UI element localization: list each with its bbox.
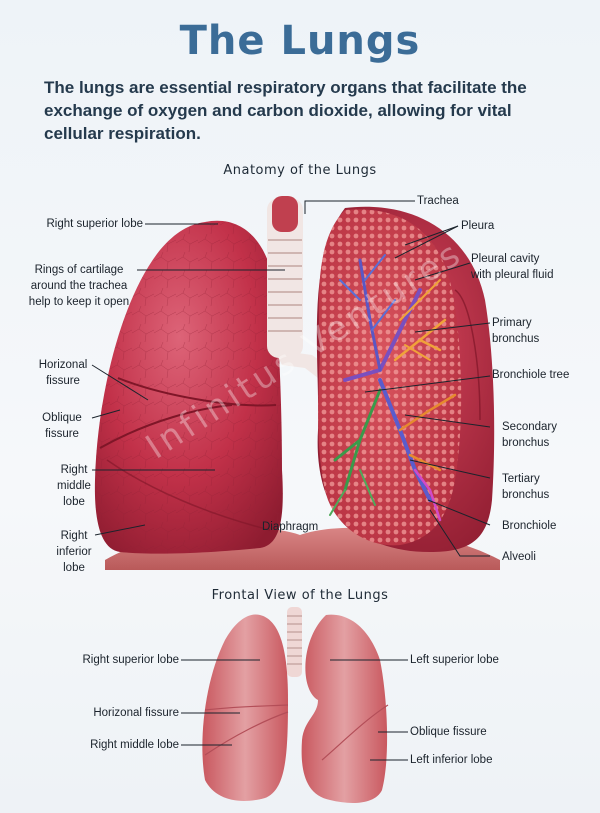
- frontal-heading: Frontal View of the Lungs: [211, 588, 389, 603]
- left-lung: [316, 206, 495, 552]
- anatomy-leader-lines: [91, 200, 491, 557]
- frontal-label-right-superior-lobe: Right superior lobe: [82, 654, 179, 666]
- frontal-label-right-middle-lobe: Right middle lobe: [90, 739, 179, 751]
- label-diaphragm: Diaphragm: [262, 521, 319, 533]
- intro-text: The lungs are essential respiratory orga…: [44, 78, 527, 143]
- label-primary-bronchus: Primary bronchus: [492, 317, 540, 345]
- label-right-superior-lobe: Right superior lobe: [46, 218, 143, 230]
- label-trachea: Trachea: [417, 195, 459, 207]
- page-title: The Lungs: [179, 18, 421, 64]
- label-bronchiole: Bronchiole: [502, 520, 557, 532]
- label-pleura: Pleura: [461, 220, 495, 232]
- label-right-inferior-lobe: Right inferior lobe: [56, 530, 92, 574]
- label-secondary-bronchus: Secondary bronchus: [502, 421, 557, 449]
- label-pleural-cavity: Pleural cavity with pleural fluid: [471, 253, 554, 281]
- frontal-lungs: [202, 607, 389, 803]
- frontal-leader-lines: [181, 659, 408, 761]
- frontal-label-left-inferior-lobe: Left inferior lobe: [410, 754, 493, 766]
- label-bronchiole-tree: Bronchiole tree: [492, 369, 570, 381]
- frontal-label-oblique-fissure: Oblique fissure: [410, 726, 487, 738]
- label-horizonal-fissure: Horizonal fissure: [38, 359, 88, 387]
- label-right-middle-lobe: Right middle lobe: [57, 464, 91, 508]
- anatomy-heading: Anatomy of the Lungs: [223, 163, 377, 178]
- frontal-label-left-superior-lobe: Left superior lobe: [410, 654, 499, 666]
- label-rings-of-cartilage: Rings of cartilage around the trachea he…: [28, 264, 130, 308]
- label-alveoli: Alveoli: [502, 551, 536, 563]
- label-oblique-fissure: Oblique fissure: [42, 412, 82, 440]
- frontal-label-horizonal-fissure: Horizonal fissure: [93, 707, 179, 719]
- label-tertiary-bronchus: Tertiary bronchus: [502, 473, 550, 501]
